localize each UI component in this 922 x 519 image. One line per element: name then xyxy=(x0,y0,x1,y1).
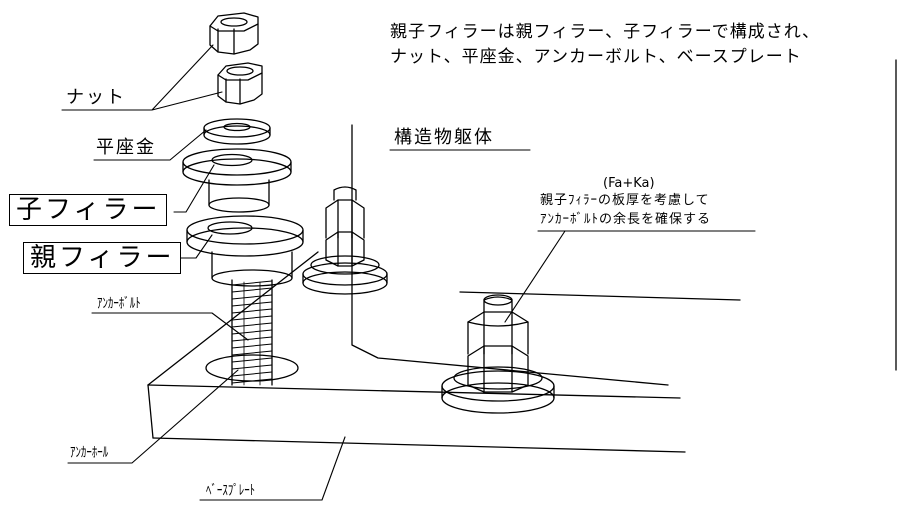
description-line-2: ナット、平座金、アンカーボルト、ベースプレート xyxy=(390,47,802,67)
child-filler-top xyxy=(183,149,291,175)
nut-lower xyxy=(218,63,262,104)
nut-upper-faces xyxy=(218,29,234,54)
anchor-bolt-shank xyxy=(232,280,272,385)
child-filler-neck-bottom xyxy=(209,198,269,212)
child-filler-neck xyxy=(209,180,269,205)
child-filler xyxy=(183,149,291,212)
nut-upper-top xyxy=(210,13,258,31)
nut-upper-hole xyxy=(221,18,247,26)
note-formula: (Fa+Ka) xyxy=(603,176,655,191)
base-plate-back-edge xyxy=(460,292,740,300)
nut-lower-hole xyxy=(227,67,253,75)
front-washer-base xyxy=(442,383,554,413)
flat-washer xyxy=(204,119,270,144)
leader-anchor-bolt xyxy=(92,313,248,340)
note-line-2: ｱﾝｶｰﾎﾞﾙﾄの余長を確保する xyxy=(540,212,712,227)
leader-washer xyxy=(94,130,206,160)
leader-anchor-hole xyxy=(68,370,238,463)
note-line-1: 親子ﾌｨﾗｰの板厚を考慮して xyxy=(540,193,710,208)
back-nut-lower xyxy=(326,232,364,266)
leader-parent-filler xyxy=(180,235,212,258)
label-parent-filler: 親フィラー xyxy=(23,242,182,274)
anchor-hole xyxy=(206,355,298,381)
front-nut-lower xyxy=(468,346,528,392)
parent-filler-hole xyxy=(208,222,252,234)
flat-washer-hole xyxy=(224,124,250,131)
front-nut-chamfer xyxy=(468,322,528,326)
leader-nut xyxy=(62,45,222,110)
nut-lower-faces xyxy=(226,79,240,104)
nut-upper xyxy=(210,13,258,54)
front-washer-top xyxy=(442,371,554,401)
label-base-plate: ﾍﾞｰｽﾌﾟﾚｰﾄ xyxy=(206,483,256,499)
label-anchor-hole: ｱﾝｶｰﾎｰﾙ xyxy=(70,445,109,461)
nut-lower-top xyxy=(218,63,262,80)
base-plate-top-front-edge xyxy=(148,385,680,398)
label-anchor-bolt: ｱﾝｶｰﾎﾞﾙﾄ xyxy=(97,296,141,312)
anchor-bolt xyxy=(232,280,272,385)
anchor-bolt-core xyxy=(244,282,260,385)
label-washer: 平座金 xyxy=(96,137,156,158)
back-nut-upper-faces xyxy=(338,200,352,238)
back-nut-upper xyxy=(326,200,364,238)
front-bolt-assembly xyxy=(442,295,554,413)
parent-filler-top xyxy=(187,216,303,244)
leader-child-filler xyxy=(174,165,214,212)
base-plate xyxy=(148,252,740,452)
parent-filler-neck xyxy=(212,252,292,278)
back-nut-lower-faces xyxy=(338,232,352,266)
description-line-1: 親子フィラーは親フィラー、子フィラーで構成され、 xyxy=(390,22,820,42)
leader-lines xyxy=(62,45,755,500)
leader-note xyxy=(505,231,755,322)
exploded-stack xyxy=(183,13,303,385)
back-washer-top xyxy=(303,263,387,285)
child-filler-side xyxy=(183,162,291,172)
front-nut-upper-faces xyxy=(484,312,512,354)
base-plate-top-left-edge xyxy=(148,252,318,385)
label-nut: ナット xyxy=(66,87,126,108)
leader-base-plate xyxy=(200,437,345,500)
child-filler-bottom xyxy=(183,159,291,185)
front-nut-upper xyxy=(468,312,528,354)
back-bolt-assembly xyxy=(303,187,387,294)
front-bolt-end-cap xyxy=(484,295,512,305)
anchor-bolt-threads xyxy=(232,281,272,383)
front-washer2 xyxy=(454,367,542,389)
base-plate-front-left xyxy=(148,385,153,438)
child-filler-hole xyxy=(212,155,252,166)
parent-filler xyxy=(187,216,303,286)
back-bolt-top xyxy=(334,187,356,200)
label-child-filler: 子フィラー xyxy=(9,194,168,226)
flat-washer-top xyxy=(204,119,270,137)
back-washer2 xyxy=(311,256,379,274)
label-structure-body: 構造物躯体 xyxy=(394,127,494,148)
base-plate-bottom-edge xyxy=(153,438,685,452)
back-washer-bottom xyxy=(303,272,387,294)
parent-filler-neck-bottom xyxy=(212,270,292,286)
